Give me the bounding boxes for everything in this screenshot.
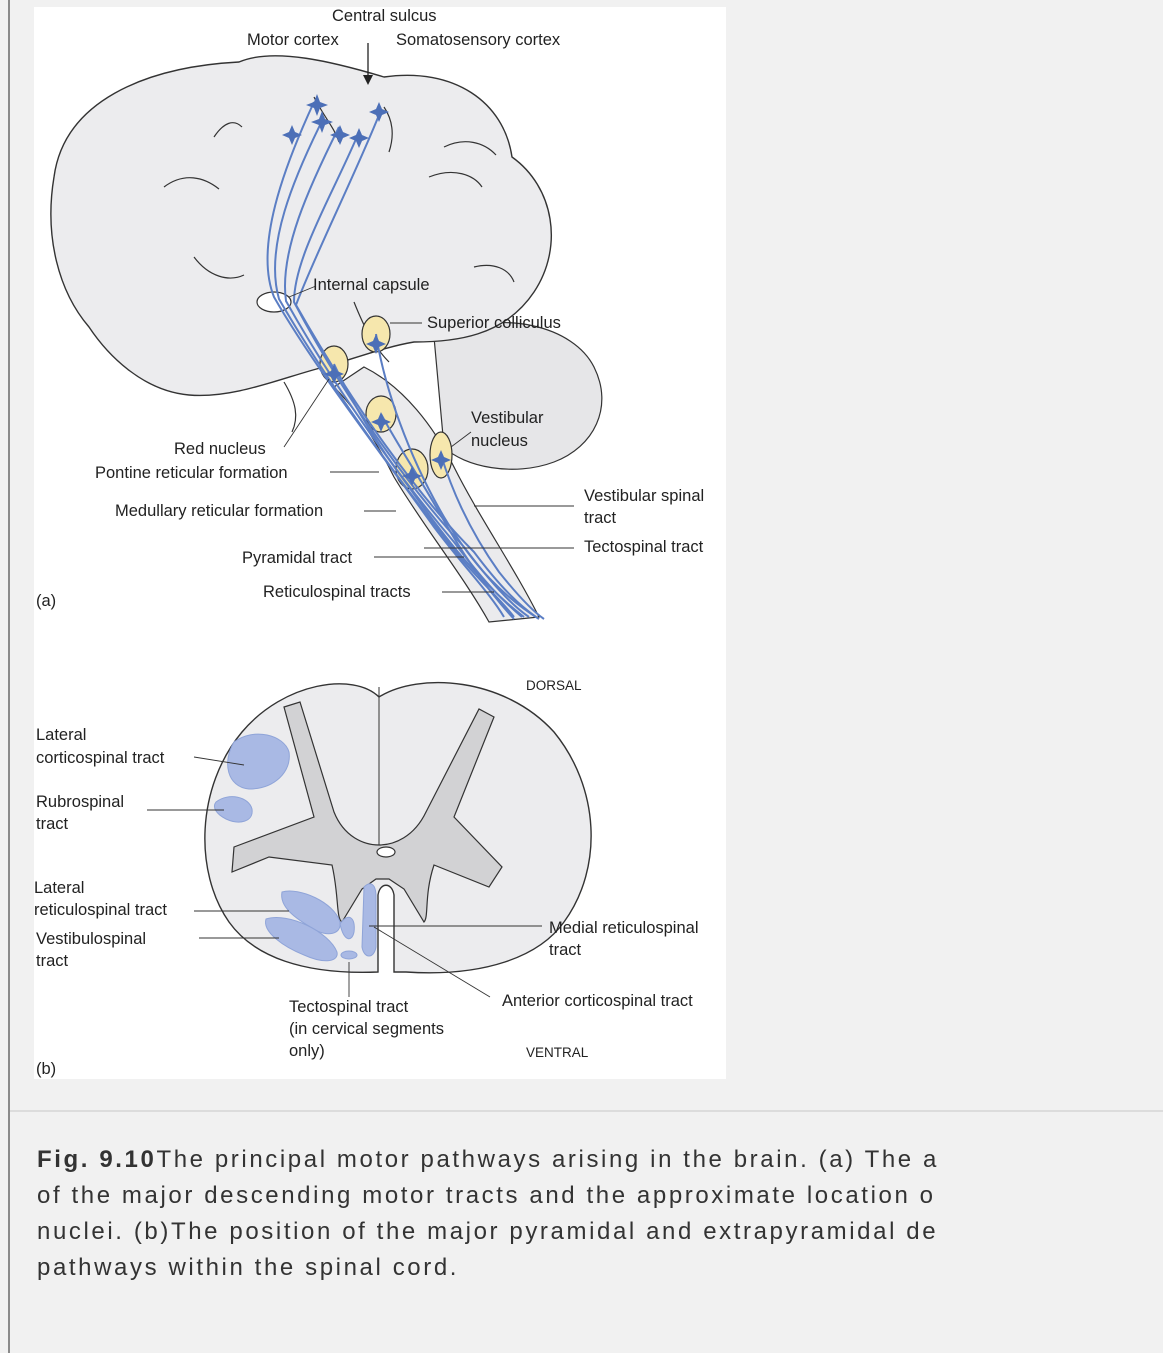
central-canal (377, 847, 395, 857)
label-pyramidal-tract: Pyramidal tract (242, 549, 352, 567)
label-medial-reticulospinal-line2: tract (549, 941, 582, 959)
label-reticulospinal-tracts: Reticulospinal tracts (263, 583, 411, 601)
label-vestibular-nucleus-line1: Vestibular (471, 409, 544, 427)
label-lateral-reticulospinal-line2: reticulospinal tract (34, 901, 167, 919)
label-tectospinal-line1: Tectospinal tract (289, 998, 409, 1016)
figure-caption: Fig. 9.10The principal motor pathways ar… (37, 1142, 1163, 1286)
label-vestibulospinal-line2: tract (36, 952, 69, 970)
label-medial-reticulospinal-line1: Medial reticulospinal (549, 919, 699, 937)
label-motor-cortex: Motor cortex (247, 31, 339, 49)
figure-number: Fig. 9.10 (37, 1146, 156, 1173)
spinal-cord-cross-section: DORSAL VENTRAL Lateral corticospinal tra… (34, 678, 699, 1078)
motor-pathways-diagram: Central sulcus Motor cortex Somatosensor… (34, 7, 726, 1079)
label-lateral-reticulospinal-line1: Lateral (34, 879, 84, 897)
label-medullary-reticular-formation: Medullary reticular formation (115, 502, 323, 520)
label-tectospinal-line3: only) (289, 1042, 325, 1060)
label-tectospinal-tract: Tectospinal tract (584, 538, 704, 556)
label-superior-colliculus: Superior colliculus (427, 314, 561, 332)
panel-label-b: (b) (36, 1060, 56, 1078)
label-rubrospinal-line2: tract (36, 815, 69, 833)
label-anterior-corticospinal: Anterior corticospinal tract (502, 992, 693, 1010)
figure-image: Central sulcus Motor cortex Somatosensor… (34, 7, 726, 1079)
label-lateral-corticospinal-line2: corticospinal tract (36, 749, 165, 767)
label-central-sulcus: Central sulcus (332, 7, 437, 25)
label-ventral: VENTRAL (526, 1045, 589, 1060)
brain-illustration: Central sulcus Motor cortex Somatosensor… (36, 7, 704, 622)
label-internal-capsule: Internal capsule (313, 276, 430, 294)
anterior-corticospinal-tract-region (362, 884, 376, 956)
label-rubrospinal-line1: Rubrospinal (36, 793, 124, 811)
label-pontine-reticular-formation: Pontine reticular formation (95, 464, 288, 482)
panel-label-a: (a) (36, 592, 56, 610)
label-tectospinal-line2: (in cervical segments (289, 1020, 444, 1038)
label-vestibular-spinal-tract-line1: Vestibular spinal (584, 487, 704, 505)
label-vestibular-nucleus-line2: nucleus (471, 432, 528, 450)
label-lateral-corticospinal-line1: Lateral (36, 726, 86, 744)
left-border (8, 0, 10, 1353)
label-dorsal: DORSAL (526, 678, 582, 693)
caption-text: The principal motor pathways arising in … (37, 1146, 939, 1281)
label-vestibulospinal-line1: Vestibulospinal (36, 930, 146, 948)
spinal-cord-outline (205, 683, 591, 973)
caption-divider (10, 1110, 1163, 1112)
label-red-nucleus: Red nucleus (174, 440, 266, 458)
tectospinal-tract-region (341, 951, 357, 959)
label-somatosensory-cortex: Somatosensory cortex (396, 31, 561, 49)
label-vestibular-spinal-tract-line2: tract (584, 509, 617, 527)
